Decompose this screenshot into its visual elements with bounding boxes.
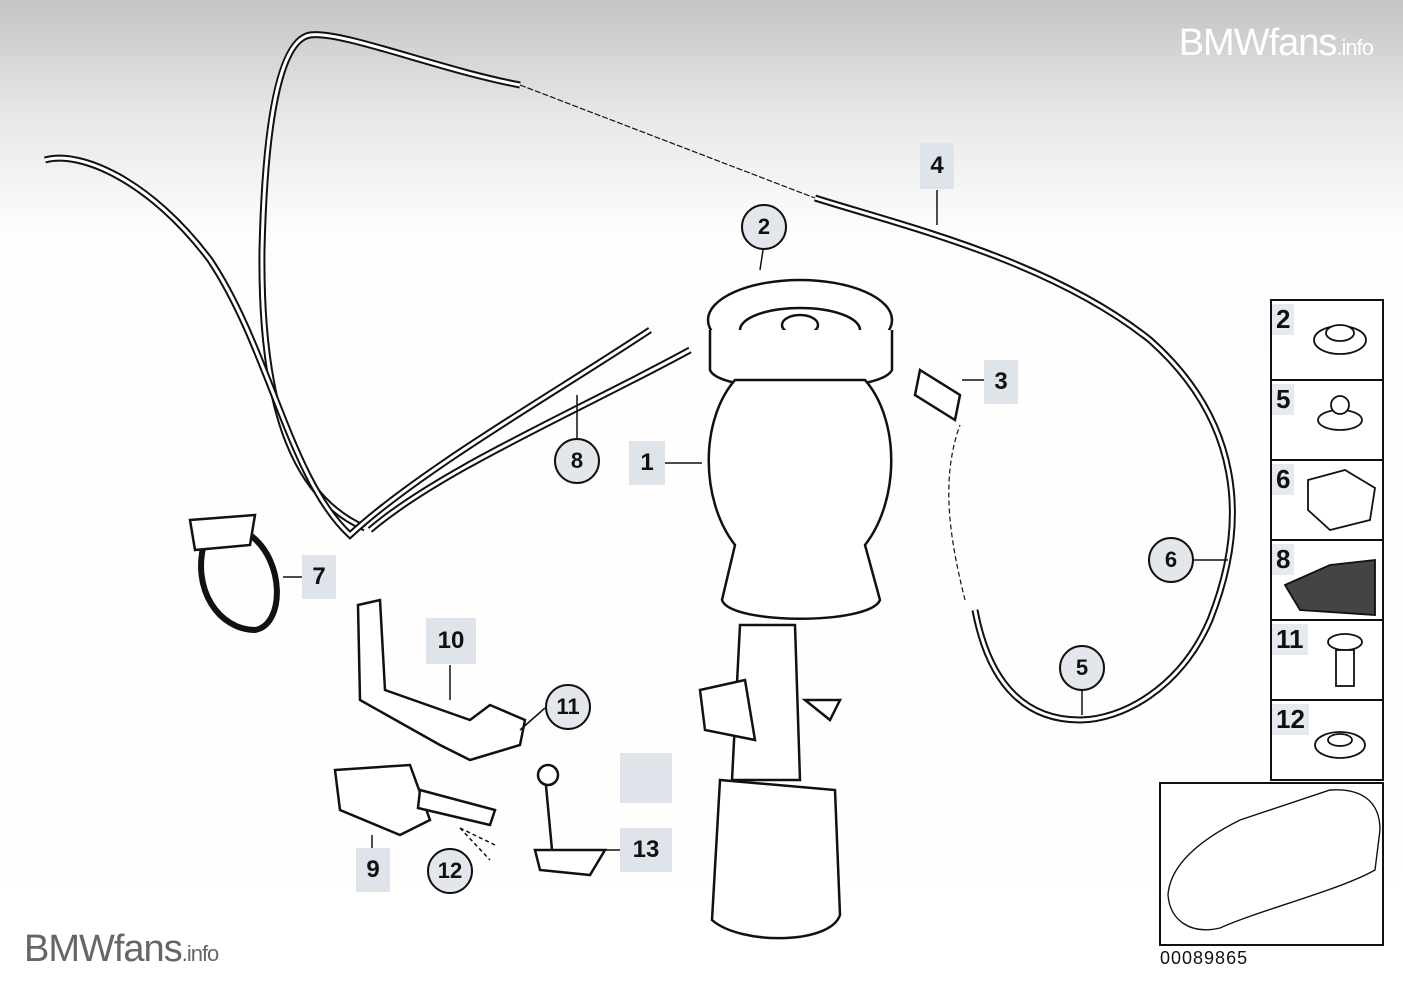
callout-2[interactable]: 2 <box>741 204 787 250</box>
callout-9[interactable]: 9 <box>356 848 390 892</box>
bracket-10 <box>356 598 527 762</box>
panel-label-2[interactable]: 2 <box>1272 304 1295 335</box>
callout-5[interactable]: 5 <box>1059 645 1105 691</box>
parts-panel-icons <box>1167 324 1381 931</box>
car-outline-icon <box>1167 789 1381 931</box>
callout-6[interactable]: 6 <box>1148 537 1194 583</box>
panel-label-6[interactable]: 6 <box>1272 464 1295 495</box>
panel-label-5[interactable]: 5 <box>1272 384 1295 415</box>
watermark-suffix: .info <box>1336 35 1374 60</box>
watermark-text: BMWfans <box>24 928 183 970</box>
callout-7[interactable]: 7 <box>302 555 336 599</box>
clamp-7 <box>198 532 280 634</box>
callout-8[interactable]: 8 <box>554 438 600 484</box>
hose-left <box>44 154 652 540</box>
watermark-suffix: .info <box>181 941 220 966</box>
callout-blank[interactable] <box>620 753 672 803</box>
callout-12[interactable]: 12 <box>427 848 473 894</box>
watermark-text: BMWfans <box>1178 22 1338 64</box>
callout-4[interactable]: 4 <box>920 143 954 189</box>
watermark-top: BMWfans.info <box>1178 22 1374 65</box>
sensor-9 <box>333 763 432 837</box>
parts-panel-frame <box>1159 299 1384 946</box>
panel-label-12[interactable]: 12 <box>1272 704 1309 735</box>
callout-3[interactable]: 3 <box>984 360 1018 404</box>
callout-1[interactable]: 1 <box>629 441 665 485</box>
link-13 <box>533 774 608 877</box>
air-strut <box>698 278 894 940</box>
panel-label-8[interactable]: 8 <box>1272 544 1295 575</box>
callout-10[interactable]: 10 <box>426 618 476 664</box>
panel-label-11[interactable]: 11 <box>1272 624 1308 655</box>
callout-13[interactable]: 13 <box>620 828 672 872</box>
valve-3 <box>913 367 962 423</box>
diagram-number: 00089865 <box>1160 948 1249 968</box>
callout-11[interactable]: 11 <box>545 684 591 730</box>
watermark-bottom: BMWfans.info <box>24 928 220 971</box>
